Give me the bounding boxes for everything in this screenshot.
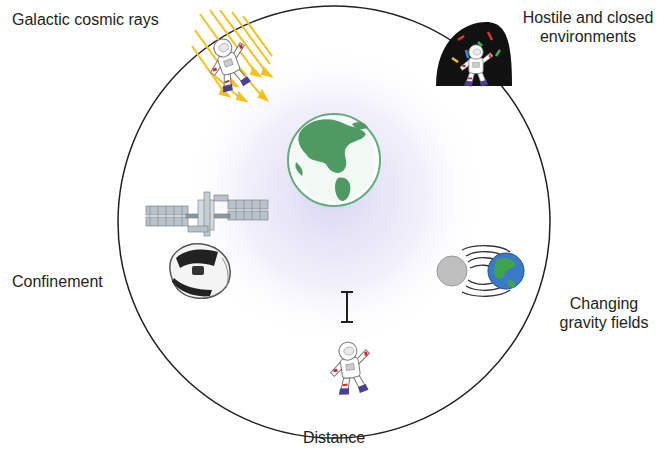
caption-label: Galactic cosmic rays <box>12 10 192 29</box>
caption-label: Distance <box>234 428 434 447</box>
caption-label: Confinement <box>12 272 142 291</box>
caption-label: Changing gravity fields <box>548 294 660 332</box>
caption-label: Hostile and closed environments <box>518 8 658 46</box>
